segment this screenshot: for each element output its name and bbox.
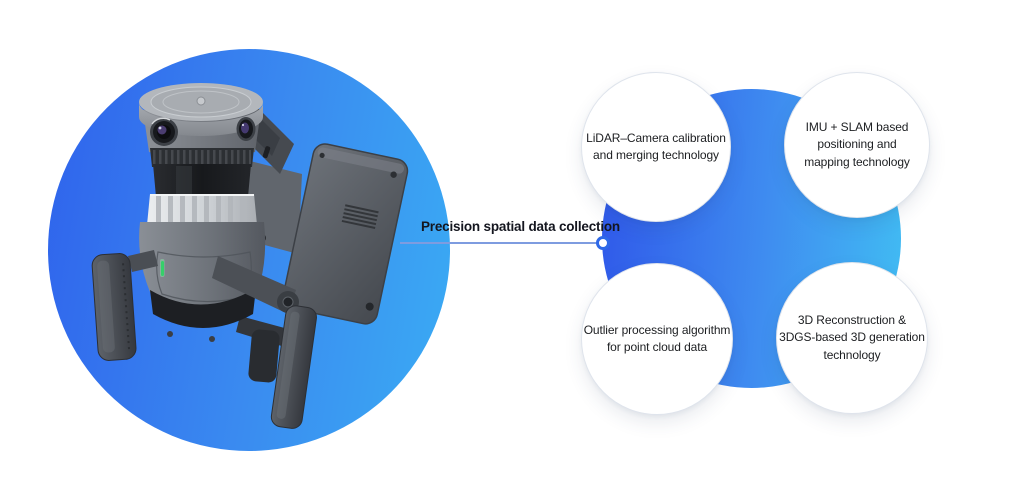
rear-leg	[248, 329, 280, 383]
leg-left	[91, 253, 137, 361]
back-panel	[282, 143, 409, 325]
feature-label-line: 3D Reconstruction &	[797, 312, 907, 327]
panel-screw-icon	[390, 171, 397, 178]
feature-label-line: for point cloud data	[606, 340, 708, 354]
feature-label-line: mapping technology	[804, 154, 910, 169]
bracket-face	[252, 118, 280, 156]
connector-label: Precision spatial data collection	[421, 219, 620, 234]
front-arm	[212, 256, 296, 314]
feature-label: LiDAR–Camera calibration and merging tec…	[586, 130, 726, 165]
feature-label-line: Outlier processing algorithm	[583, 322, 731, 337]
lidar-window	[153, 164, 251, 197]
base-screw-icon	[167, 331, 173, 337]
vent-grille-icon	[341, 204, 379, 229]
camera-lens-right-icon	[236, 117, 256, 141]
feature-circle-3d-reconstruction: 3D Reconstruction & 3DGS-based 3D genera…	[776, 262, 928, 414]
feature-label-line: technology	[823, 347, 881, 362]
feature-label-line: and merging technology	[593, 148, 719, 162]
plate-center-screw	[196, 96, 206, 106]
panel-top-highlight	[317, 147, 405, 174]
connector-line	[400, 242, 599, 244]
feature-label-line: IMU + SLAM based	[805, 119, 909, 134]
feature-label-line: positioning and	[817, 137, 897, 152]
feature-circle-outlier-processing: Outlier processing algorithm for point c…	[581, 263, 733, 415]
base-screw-icon	[209, 336, 215, 342]
feature-label-line: 3DGS-based 3D generation	[779, 330, 925, 345]
left-arm	[128, 250, 158, 272]
feature-label: Outlier processing algorithm for point c…	[584, 322, 731, 357]
device-base	[150, 288, 256, 328]
camera-lens-left-icon	[150, 117, 178, 146]
ring-flutes	[156, 196, 245, 223]
panel-screw-icon	[319, 152, 325, 158]
lidar-scanner-photo	[91, 83, 409, 429]
feature-circle-lidar-camera-calibration: LiDAR–Camera calibration and merging tec…	[581, 72, 731, 222]
feature-circle-imu-slam: IMU + SLAM based positioning and mapping…	[784, 72, 930, 218]
status-led-icon	[161, 261, 164, 276]
feature-label: 3D Reconstruction & 3DGS-based 3D genera…	[779, 312, 925, 364]
feature-label: IMU + SLAM based positioning and mapping…	[804, 119, 910, 171]
leg-front	[270, 305, 317, 429]
feature-label-line: LiDAR–Camera calibration	[586, 130, 726, 145]
panel-screw-icon	[365, 302, 374, 311]
connector-dot-icon	[596, 236, 610, 250]
device-body	[139, 222, 266, 312]
bracket-port	[262, 146, 271, 159]
